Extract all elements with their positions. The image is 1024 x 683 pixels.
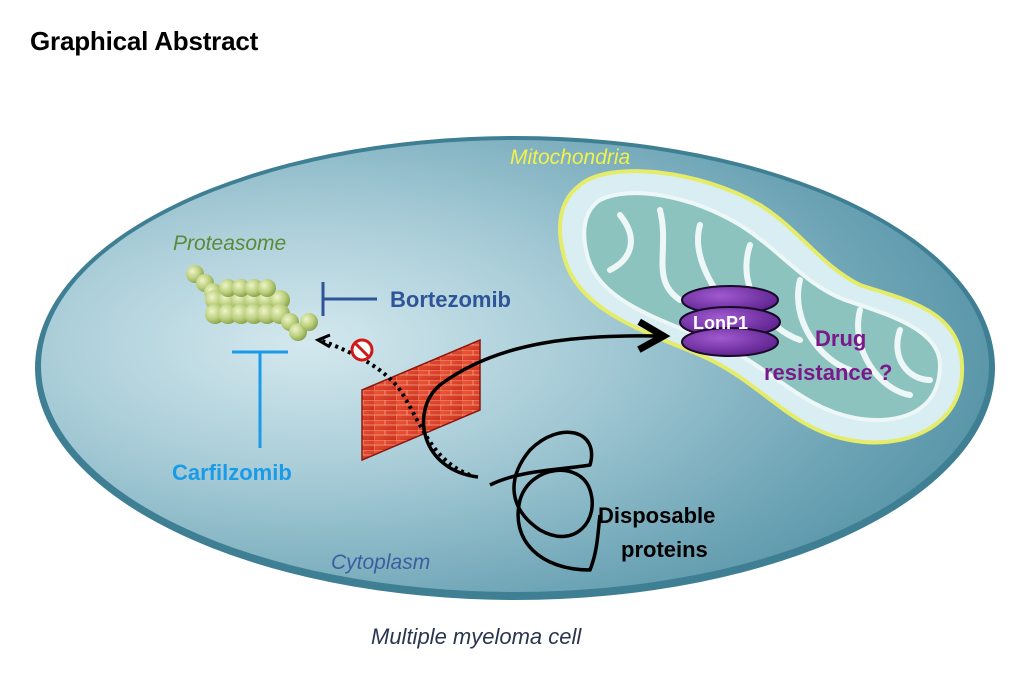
drug-resistance-line2: resistance ? (764, 360, 892, 385)
cytoplasm-label: Cytoplasm (331, 551, 430, 574)
disposable-protein-icon (489, 430, 602, 572)
brick-wall-icon (361, 338, 481, 462)
drug-resistance-line1: Drug (815, 326, 866, 351)
lonp1-path-arrow (421, 336, 660, 479)
bortezomib-label: Bortezomib (390, 287, 511, 312)
disposable-label-line2: proteins (621, 537, 708, 562)
caption: Multiple myeloma cell (371, 624, 582, 649)
page-title: Graphical Abstract (30, 26, 259, 56)
disposable-label-line1: Disposable (598, 503, 715, 528)
lonp1-icon (679, 285, 781, 357)
proteasome-icon (186, 265, 318, 341)
blocked-arrow-head-icon (314, 333, 331, 349)
mitochondria-label: Mitochondria (510, 146, 630, 169)
no-entry-icon (350, 338, 374, 362)
carfilzomib-inhibition-icon (232, 350, 288, 448)
bortezomib-inhibition-icon (321, 282, 377, 316)
lonp1-label: LonP1 (693, 313, 748, 333)
proteasome-label: Proteasome (173, 232, 286, 255)
carfilzomib-label: Carfilzomib (172, 460, 292, 485)
blocked-path (319, 338, 471, 477)
